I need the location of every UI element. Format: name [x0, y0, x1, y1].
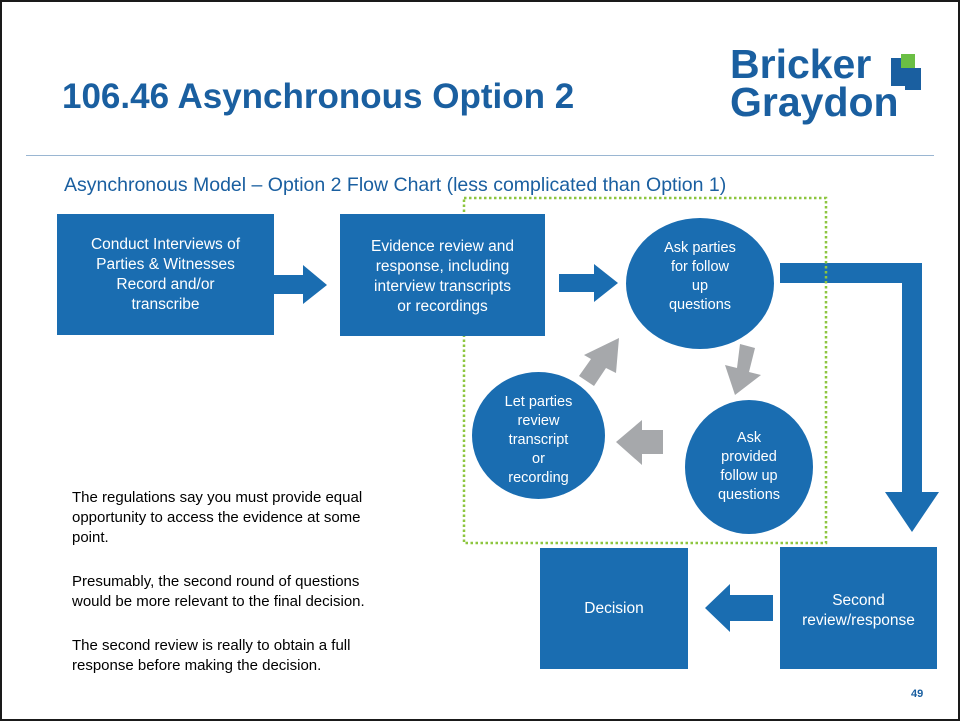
logo-text-bricker: Bricker: [730, 41, 872, 87]
arrow-evidence-to-ask: [559, 264, 618, 302]
bricker-graydon-logo: Bricker Graydon: [730, 42, 930, 142]
arrow-conduct-to-evidence: [274, 265, 327, 304]
flow-box-evidence-review: Evidence review and response, including …: [340, 214, 545, 336]
flow-circle-ask-parties: Ask parties for follow up questions: [626, 218, 774, 349]
arrow-second-review-to-decision: [705, 584, 773, 632]
arrow-ask-to-provided: [725, 344, 761, 395]
notes-paragraph-3: The second review is really to obtain a …: [72, 637, 351, 674]
slide-subtitle: Asynchronous Model – Option 2 Flow Chart…: [64, 174, 727, 196]
cycle-region-outline: [462, 196, 828, 545]
flow-box-conduct-interviews: Conduct Interviews of Parties & Witnesse…: [57, 214, 274, 335]
logo-mark-icon: [891, 54, 921, 90]
arrow-ask-to-second-review: [780, 263, 939, 532]
flow-circle-ask-provided: Ask provided follow up questions: [685, 400, 813, 534]
notes-paragraph-2: Presumably, the second round of question…: [72, 573, 365, 610]
arrow-let-to-ask: [579, 338, 619, 386]
flow-box-second-review: Second review/response: [780, 547, 937, 669]
arrow-provided-to-let: [616, 420, 663, 465]
page-number: 49: [911, 688, 924, 700]
notes-paragraph-1: The regulations say you must provide equ…: [72, 489, 363, 546]
logo-text-graydon: Graydon: [730, 79, 899, 125]
flow-box-decision: Decision: [540, 548, 688, 669]
title-divider: [26, 155, 934, 156]
flow-circle-let-parties-review: Let parties review transcript or recordi…: [472, 372, 605, 499]
slide-title: 106.46 Asynchronous Option 2: [62, 77, 575, 116]
